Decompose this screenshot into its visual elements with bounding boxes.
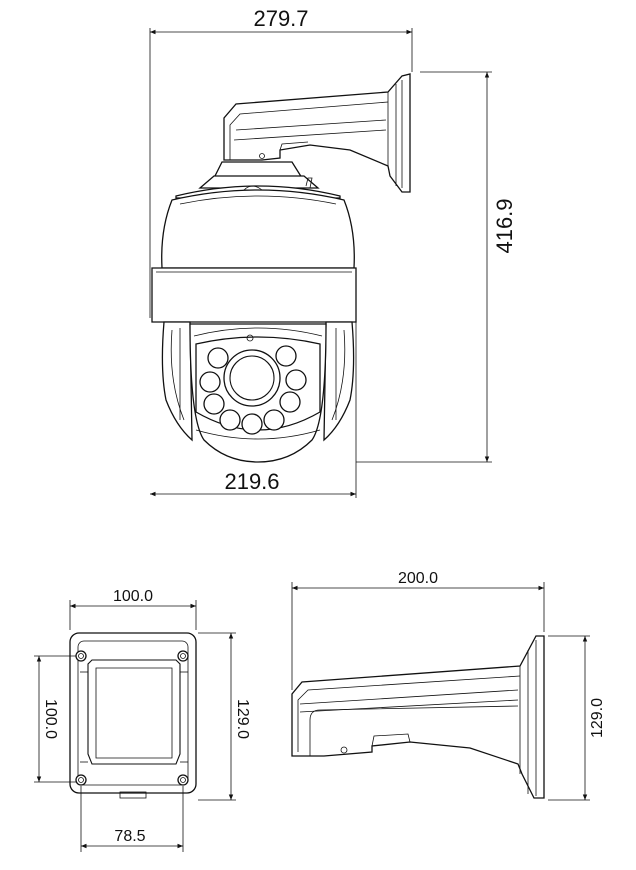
dim-label-hole-spacing: 78.5 bbox=[114, 828, 145, 845]
dim-label-overall-height: 416.9 bbox=[492, 198, 517, 253]
base-plate-view bbox=[69, 632, 197, 799]
dim-label-base-height: 129.0 bbox=[234, 699, 251, 739]
dim-bracket-length: 200.0 bbox=[291, 570, 545, 690]
ir-led bbox=[203, 393, 225, 415]
ir-led bbox=[241, 413, 263, 435]
dim-label-base-width: 100.0 bbox=[113, 588, 153, 605]
camera-front-view bbox=[151, 73, 411, 463]
dim-hole-spacing: 78.5 bbox=[80, 786, 184, 852]
ir-led-ring bbox=[199, 345, 307, 435]
dim-overall-height: 416.9 bbox=[356, 71, 517, 463]
ir-led bbox=[263, 409, 285, 431]
dim-label-dome-width: 219.6 bbox=[224, 469, 279, 494]
dim-label-bracket-height: 129.0 bbox=[589, 698, 606, 738]
dim-base-inner-height: 100.0 bbox=[34, 655, 76, 783]
dim-label-overall-width: 279.7 bbox=[253, 6, 308, 31]
dim-base-height: 129.0 bbox=[198, 632, 251, 801]
ir-led bbox=[199, 371, 221, 393]
dim-base-width: 100.0 bbox=[69, 588, 197, 630]
ir-led bbox=[207, 347, 229, 369]
dim-bracket-height: 129.0 bbox=[548, 635, 606, 801]
mounting-holes bbox=[75, 650, 189, 786]
dim-overall-width: 279.7 bbox=[149, 6, 413, 318]
ir-led bbox=[275, 345, 297, 367]
dim-label-bracket-length: 200.0 bbox=[398, 570, 438, 587]
camera-wall-bracket bbox=[223, 73, 411, 193]
dim-label-base-inner-height: 100.0 bbox=[42, 699, 59, 739]
ir-led bbox=[279, 391, 301, 413]
camera-lens bbox=[223, 349, 281, 407]
dim-dome-width: 219.6 bbox=[150, 322, 357, 498]
bracket-side-view bbox=[291, 635, 545, 799]
ir-led bbox=[219, 409, 241, 431]
ir-led bbox=[285, 369, 307, 391]
